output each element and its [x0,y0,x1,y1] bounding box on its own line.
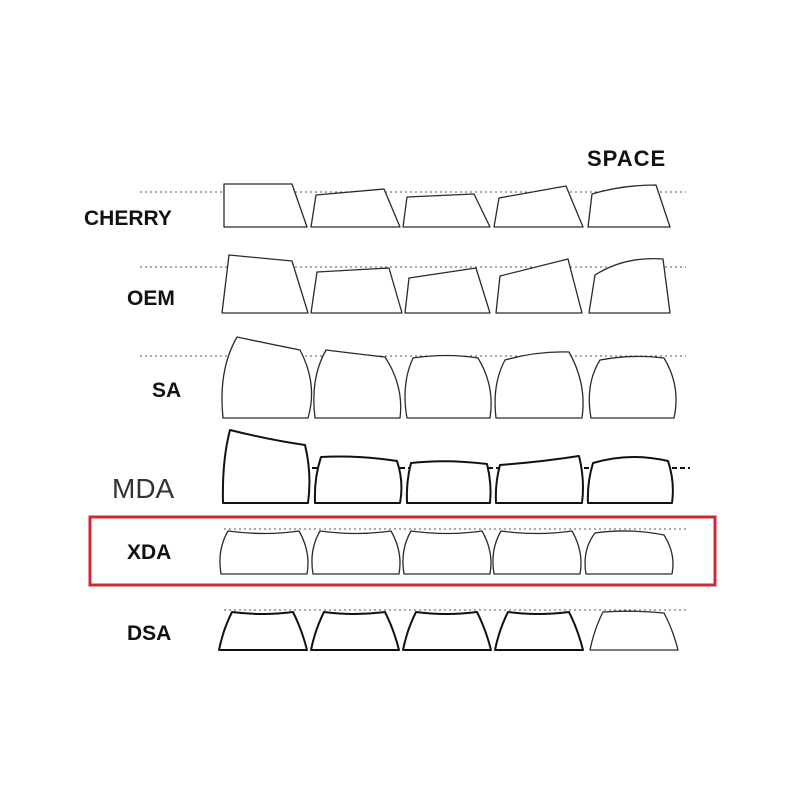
keycap-row-2 [311,530,401,575]
profile-row-sa: SA [140,336,686,419]
keycap-row-4 [492,530,582,575]
keycap-row-3 [405,460,492,504]
space-column-label: SPACE [587,146,666,171]
profile-label-mda: MDA [112,473,175,504]
profile-row-cherry: CHERRY [84,183,686,230]
profile-row-mda: MDA [112,429,690,504]
keycap-row-4 [494,351,584,419]
keycap-row-1 [218,611,308,651]
keycap-row-1 [221,429,311,504]
keycap-row-1 [221,336,313,419]
keycap-row-4 [495,258,583,314]
profile-label-xda: XDA [127,541,171,564]
profile-label-sa: SA [152,379,181,402]
profile-label-cherry: CHERRY [84,207,172,230]
keycap-row-3 [402,193,491,228]
keycap-row-3 [404,267,491,314]
keycap-row-2 [313,349,402,419]
keycap-row-4 [493,185,584,228]
keycap-space [588,355,677,419]
keycap-space [587,184,671,228]
keycap-row-1 [221,254,309,314]
highlight-box [88,515,717,587]
profile-label-oem: OEM [127,287,175,310]
keycap-space [584,530,674,575]
keycap-row-2 [310,267,403,314]
keycap-row-2 [310,188,401,228]
keycap-space [586,455,674,504]
keycap-row-1 [223,183,308,228]
profile-label-dsa: DSA [127,622,171,645]
profile-row-dsa: DSA [127,609,686,651]
keycap-row-2 [313,455,403,504]
keycap-row-3 [402,530,492,575]
keycap-row-4 [494,611,584,651]
keycap-row-2 [310,611,400,651]
profile-row-oem: OEM [127,254,686,314]
keycap-space [589,610,679,651]
keycap-row-4 [494,455,584,504]
profile-row-xda: XDA [88,515,717,587]
keycap-row-3 [404,354,492,419]
keycap-row-3 [402,611,492,651]
keycap-row-1 [219,530,309,575]
keycap-space [588,257,671,314]
